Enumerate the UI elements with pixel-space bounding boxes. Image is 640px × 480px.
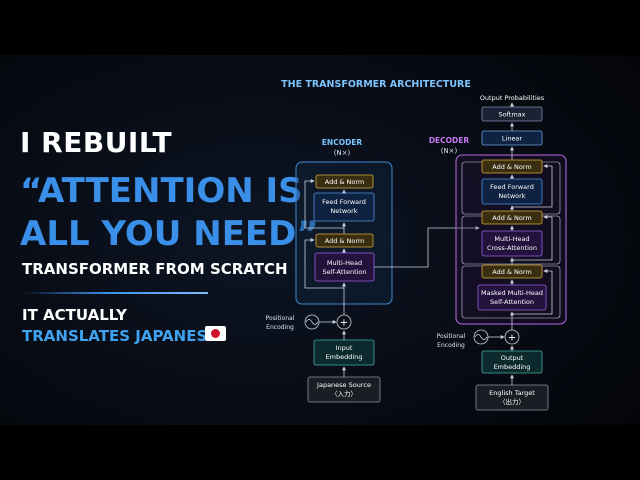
diagram-title: THE TRANSFORMER ARCHITECTURE xyxy=(281,79,471,90)
svg-text:+: + xyxy=(340,318,348,329)
svg-text:Cross-Attention: Cross-Attention xyxy=(487,244,537,252)
svg-text:Add & Norm: Add & Norm xyxy=(492,214,532,222)
svg-text:Embedding: Embedding xyxy=(494,363,531,371)
svg-text:Masked Multi-Head: Masked Multi-Head xyxy=(481,289,543,297)
encoder-positional-wave-icon xyxy=(304,314,320,330)
headline-attention-is: “ATTENTION IS xyxy=(20,171,303,211)
encoder-self-attention: Multi-Head Self-Attention xyxy=(314,252,375,282)
letterbox-top xyxy=(0,0,640,55)
encoder-add-norm-mid: Add & Norm xyxy=(315,233,374,248)
divider-line xyxy=(22,292,208,294)
encoder-positional-label-1: Positional xyxy=(266,315,295,322)
svg-text:Feed Forward: Feed Forward xyxy=(322,198,366,206)
headline-i-rebuilt: I REBUILT xyxy=(20,126,173,159)
svg-text:Add & Norm: Add & Norm xyxy=(325,178,365,186)
svg-text:Add & Norm: Add & Norm xyxy=(492,268,532,276)
svg-text:Multi-Head: Multi-Head xyxy=(494,235,529,243)
encoder-add-norm-top: Add & Norm xyxy=(315,174,374,189)
encoder-to-decoder-arrow xyxy=(374,226,480,268)
decoder-add-norm-top: Add & Norm xyxy=(481,159,543,174)
japan-flag-icon xyxy=(205,326,226,341)
decoder-cross-attention: Multi-Head Cross-Attention xyxy=(481,230,543,257)
svg-text:Network: Network xyxy=(330,207,357,215)
japanese-source: Japanese Source （入力） xyxy=(307,376,381,403)
decoder-masked-attention: Masked Multi-Head Self-Attention xyxy=(477,284,547,311)
svg-text:Linear: Linear xyxy=(502,135,523,143)
softmax-box: Softmax xyxy=(481,106,543,122)
english-target: English Target （出力） xyxy=(475,384,549,411)
encoder-label: ENCODER xyxy=(322,138,363,147)
decoder-output-embedding: Output Embedding xyxy=(481,350,543,374)
headline-all-you-need: ALL YOU NEED” xyxy=(20,214,319,254)
decoder-plus-icon: + xyxy=(504,329,520,345)
svg-text:（出力）: （出力） xyxy=(499,397,525,406)
note-translates-japanese: TRANSLATES JAPANESE xyxy=(22,327,218,345)
encoder-feed-forward: Feed Forward Network xyxy=(313,192,375,222)
encoder-count: (N×) xyxy=(334,149,351,157)
svg-text:Network: Network xyxy=(498,192,525,200)
decoder-add-norm-mid: Add & Norm xyxy=(481,210,543,225)
subtitle-from-scratch: TRANSFORMER FROM SCRATCH xyxy=(22,260,288,278)
svg-text:（入力）: （入力） xyxy=(331,389,357,398)
svg-text:Feed Forward: Feed Forward xyxy=(490,183,534,191)
svg-text:Add & Norm: Add & Norm xyxy=(325,237,365,245)
svg-text:English Target: English Target xyxy=(489,389,535,397)
linear-box: Linear xyxy=(481,130,543,146)
decoder-positional-label-1: Positional xyxy=(437,333,466,340)
decoder-positional-wave-icon xyxy=(473,329,489,345)
svg-text:Softmax: Softmax xyxy=(499,111,526,119)
svg-text:Self-Attention: Self-Attention xyxy=(322,268,366,276)
decoder-label: DECODER xyxy=(429,136,470,145)
svg-text:Embedding: Embedding xyxy=(326,353,363,361)
note-it-actually: IT ACTUALLY xyxy=(22,306,127,324)
svg-text:Output: Output xyxy=(501,354,524,362)
svg-text:Self-Attention: Self-Attention xyxy=(490,298,534,306)
output-probabilities-label: Output Probabilities xyxy=(480,94,545,102)
svg-text:Multi-Head: Multi-Head xyxy=(327,259,362,267)
decoder-add-norm-low: Add & Norm xyxy=(481,264,543,279)
encoder-plus-icon: + xyxy=(336,314,352,330)
decoder-positional-label-2: Encoding xyxy=(437,342,465,349)
encoder-input-embedding: Input Embedding xyxy=(313,339,375,366)
svg-text:Input: Input xyxy=(336,344,353,352)
svg-text:Japanese Source: Japanese Source xyxy=(316,381,371,389)
decoder-count: (N×) xyxy=(441,147,458,155)
letterbox-bottom xyxy=(0,425,640,480)
svg-text:+: + xyxy=(508,333,516,344)
encoder-positional-label-2: Encoding xyxy=(266,324,294,331)
svg-text:Add & Norm: Add & Norm xyxy=(492,163,532,171)
decoder-feed-forward: Feed Forward Network xyxy=(481,178,543,205)
